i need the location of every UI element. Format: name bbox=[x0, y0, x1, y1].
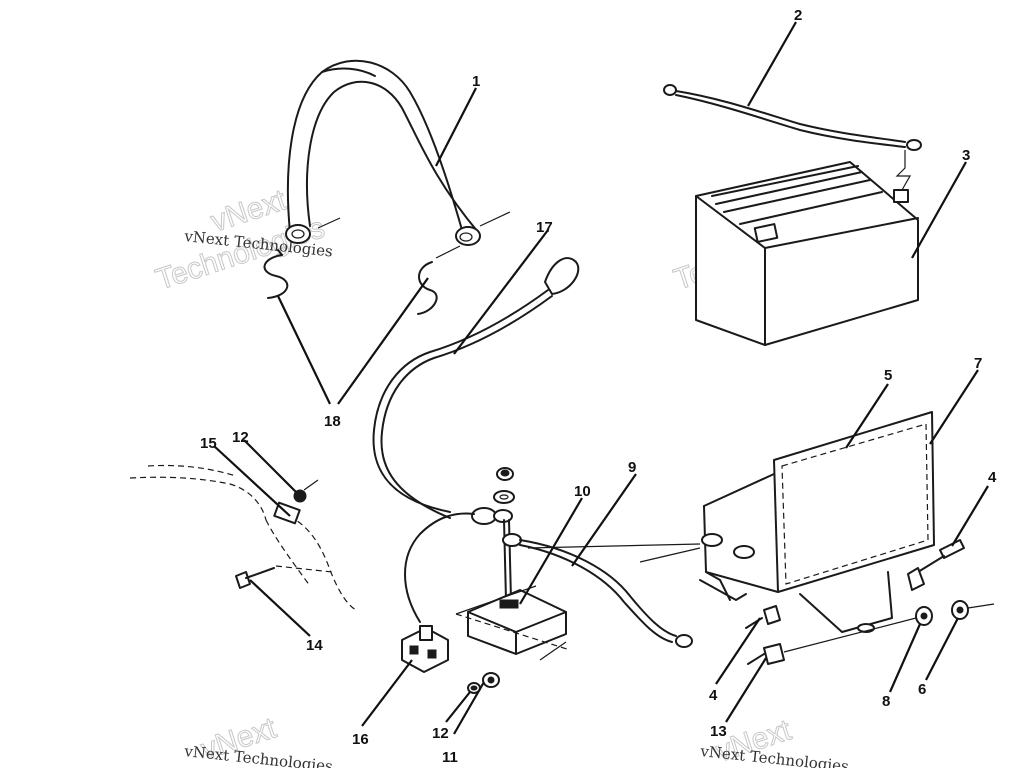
hold-down-strap bbox=[285, 59, 511, 246]
callout-12-lower: 12 bbox=[432, 725, 449, 742]
callout-4-upper: 4 bbox=[988, 469, 997, 486]
nut-and-grommet bbox=[467, 672, 500, 694]
solenoid-cable bbox=[502, 533, 701, 648]
callout-labels: 1 2 3 4 4 5 6 7 8 9 10 11 12 12 13 14 15… bbox=[200, 7, 997, 766]
battery-tray bbox=[639, 411, 935, 633]
callout-15: 15 bbox=[200, 435, 217, 452]
solenoid-assembly bbox=[455, 467, 571, 661]
callout-8: 8 bbox=[882, 693, 890, 710]
callout-5: 5 bbox=[884, 367, 892, 384]
callout-17: 17 bbox=[536, 219, 553, 236]
callout-2: 2 bbox=[794, 7, 802, 24]
callout-3: 3 bbox=[962, 147, 970, 164]
watermark-group-bottom-left: vNext vNext Technologies bbox=[183, 711, 334, 768]
frame-section bbox=[129, 464, 357, 611]
callout-16: 16 bbox=[352, 731, 369, 748]
callout-4-lower: 4 bbox=[709, 687, 718, 704]
callout-11: 11 bbox=[442, 749, 458, 766]
battery bbox=[695, 161, 919, 346]
watermark-group-bottom-right: vNext vNext Technologies bbox=[699, 713, 850, 768]
callout-1: 1 bbox=[472, 73, 480, 90]
connector-plug bbox=[401, 512, 475, 673]
callout-14: 14 bbox=[306, 637, 323, 654]
hardware-right bbox=[745, 539, 995, 665]
callout-9: 9 bbox=[628, 459, 636, 476]
battery-cable-short bbox=[663, 84, 922, 191]
callout-18: 18 bbox=[324, 413, 341, 430]
battery-cable-long bbox=[372, 257, 580, 525]
callout-10: 10 bbox=[574, 483, 591, 500]
callout-12-upper: 12 bbox=[232, 429, 249, 446]
s-hooks bbox=[263, 245, 461, 315]
callout-13: 13 bbox=[710, 723, 727, 740]
callout-6: 6 bbox=[918, 681, 926, 698]
leader-lines bbox=[213, 21, 989, 735]
callout-7: 7 bbox=[974, 355, 982, 372]
